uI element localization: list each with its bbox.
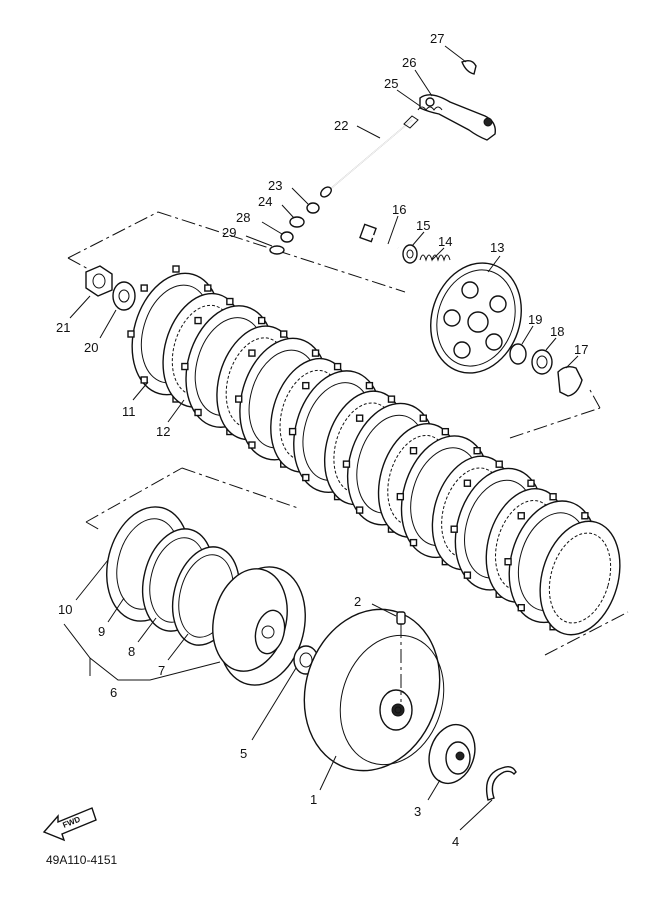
plate-tab [495, 460, 503, 468]
friction-plate-stack [127, 265, 621, 636]
callout-16: 16 [392, 202, 406, 217]
plate-tab [355, 506, 364, 514]
callout-28: 28 [236, 210, 250, 225]
callout-17: 17 [574, 342, 588, 357]
callout-21: 21 [56, 320, 70, 335]
callout-29: 29 [222, 225, 236, 240]
pin-2 [396, 611, 406, 702]
plate-tab [140, 284, 148, 292]
callout-27: 27 [430, 31, 444, 46]
plate-tab [140, 376, 148, 384]
callout-20: 20 [84, 340, 98, 355]
callout-9: 9 [98, 624, 105, 639]
gear-3 [428, 723, 476, 785]
callout-15: 15 [416, 218, 430, 233]
callout-22: 22 [334, 118, 348, 133]
drawing-code: 49A110-4151 [46, 853, 118, 867]
plate-tab [450, 525, 458, 533]
callout-19: 19 [528, 312, 542, 327]
plate-tab [419, 414, 427, 422]
plate-tab [549, 493, 557, 501]
bolt-16 [359, 223, 399, 250]
lever-26 [419, 94, 496, 141]
plate-tab [257, 316, 266, 325]
fwd-arrow-icon: FWD [42, 807, 97, 842]
plate-tab [581, 512, 589, 520]
lock-washer-20 [112, 281, 136, 311]
callout-10: 10 [58, 602, 72, 617]
plate-tab [288, 427, 297, 436]
nut-21 [85, 265, 113, 297]
clutch-plate [539, 520, 621, 636]
callout-12: 12 [156, 424, 170, 439]
plate-tab [463, 571, 472, 579]
plate-tab [194, 316, 202, 325]
callout-8: 8 [128, 644, 135, 659]
clutch-boss [212, 566, 306, 686]
plate-tab [172, 265, 180, 273]
pressure-plate-13 [430, 262, 522, 374]
plate-tab [473, 447, 481, 455]
plate-tab [311, 349, 320, 357]
plate-tab [127, 330, 135, 338]
plate-tab [463, 479, 472, 487]
plate-tab [409, 538, 418, 547]
plate-tab [409, 447, 418, 455]
callout-6: 6 [110, 685, 117, 700]
callout-18: 18 [550, 324, 564, 339]
plate-inner-edge [548, 532, 612, 624]
plate-tab [342, 460, 351, 468]
callout-26: 26 [402, 55, 416, 70]
plate-tab [248, 349, 256, 357]
leader-lines [63, 45, 579, 831]
plate-tab [302, 473, 310, 482]
callout-24: 24 [258, 194, 272, 209]
spring-25 [417, 106, 443, 111]
plate-tab [280, 330, 288, 338]
callout-4: 4 [452, 834, 459, 849]
callout-23: 23 [268, 178, 282, 193]
callout-14: 14 [438, 234, 452, 249]
plate-tab [365, 381, 374, 390]
callout-25: 25 [384, 76, 398, 91]
plate-tab [504, 558, 512, 566]
plate-tab [226, 297, 234, 306]
plate-tab [517, 603, 525, 612]
push-rod-22 [320, 115, 419, 198]
plate-tab [194, 408, 202, 417]
callouts: 1 2 3 4 5 6 7 8 9 10 11 12 13 14 15 16 1… [56, 31, 588, 849]
plate-tab [396, 492, 405, 501]
callout-11: 11 [122, 404, 136, 419]
washer-15 [402, 244, 418, 264]
plate-tab [248, 441, 256, 449]
callout-2: 2 [354, 594, 361, 609]
plate-tab [235, 395, 243, 403]
parts-17-19 [509, 343, 583, 397]
callout-5: 5 [240, 746, 247, 761]
plate-tab [204, 284, 212, 292]
spring-14 [419, 254, 451, 262]
callout-13: 13 [490, 240, 504, 255]
plate-tab [527, 479, 535, 487]
plate-tab [355, 414, 364, 422]
plate-tab [517, 512, 525, 520]
callout-3: 3 [414, 804, 421, 819]
small-parts-23-29 [269, 202, 320, 255]
plate-tab [181, 362, 189, 371]
callout-1: 1 [310, 792, 317, 807]
callout-7: 7 [158, 663, 165, 678]
plate-tab [333, 362, 342, 371]
plate-tab [302, 381, 310, 390]
circlip-4 [485, 765, 517, 801]
plate-tab [387, 395, 396, 403]
plate-tab [441, 427, 450, 436]
clip-27 [461, 59, 477, 75]
clutch-housing-1 [303, 608, 445, 772]
group-outline-lower [85, 467, 629, 656]
